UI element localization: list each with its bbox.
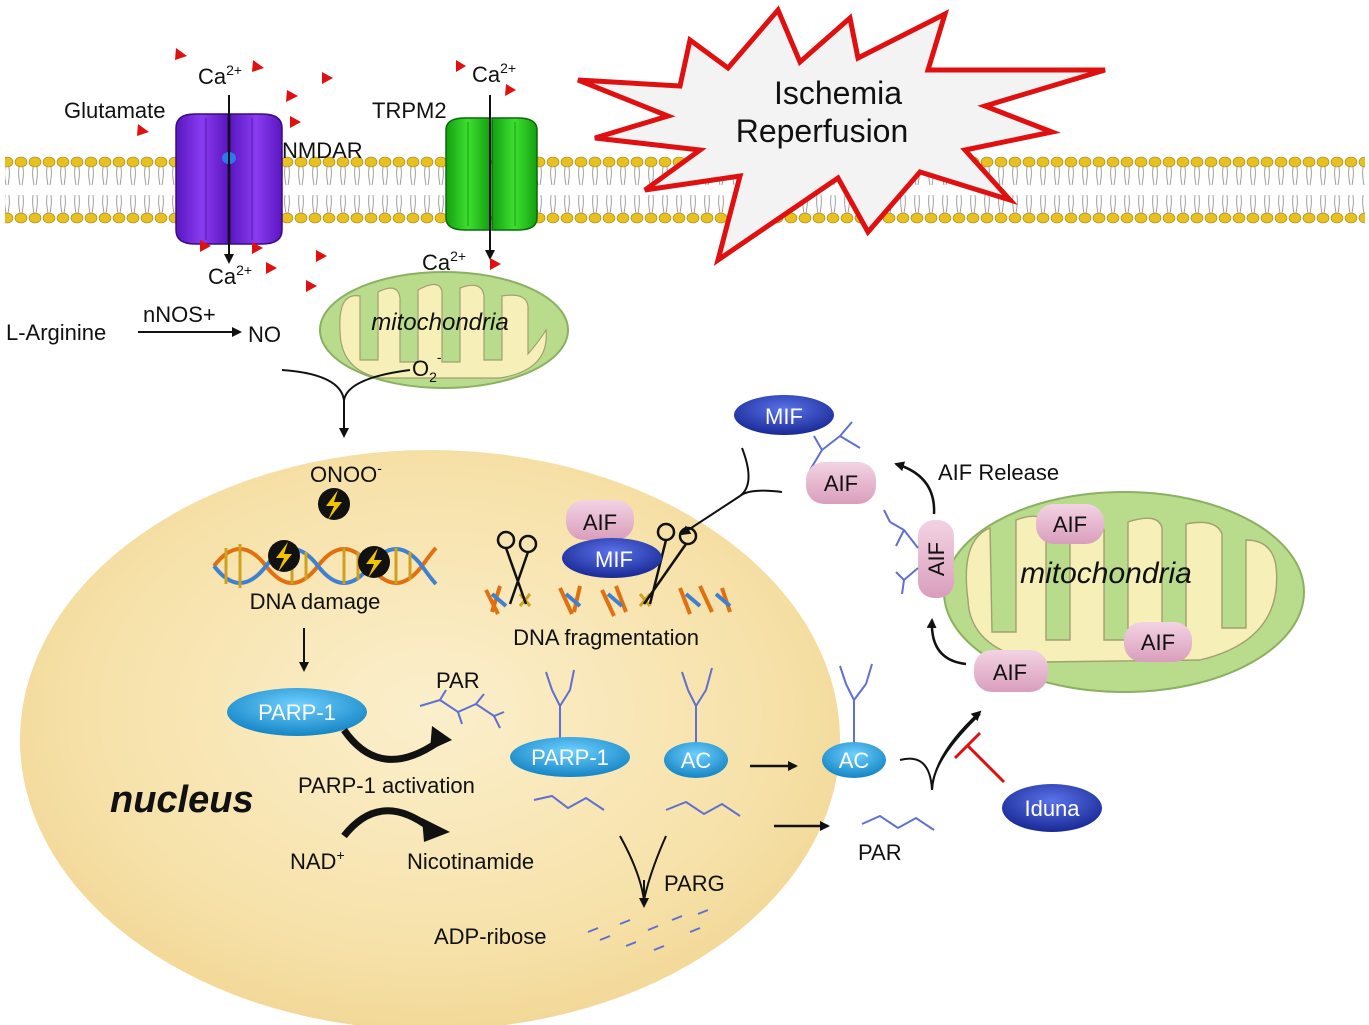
trpm2-label: TRPM2 (372, 98, 447, 123)
aif-release-label: AIF Release (938, 460, 1059, 485)
aif-vertical-label: AIF (924, 542, 949, 576)
par-polymer-icon (839, 663, 935, 831)
iduna-label: Iduna (1024, 796, 1080, 821)
parp1-pill: PARP-1 (227, 688, 367, 736)
nad-arc (341, 807, 433, 839)
scissors-icon (642, 522, 698, 605)
aif-mito-3-label: AIF (993, 660, 1027, 685)
l-arginine-label: L-Arginine (6, 320, 106, 345)
aif-up-arrow-1 (926, 618, 967, 666)
aif-mito-1-label: AIF (1053, 512, 1087, 537)
lightning-icon (318, 488, 350, 520)
aif-mito-box: AIF (974, 650, 1048, 692)
adp-ribose-fragments (587, 909, 709, 951)
nad-label: NAD+ (290, 847, 345, 874)
activation-arc (341, 727, 440, 763)
ischemia-line1: Ischemia (774, 75, 902, 111)
par-polymer-icon (533, 667, 741, 817)
mif-nucleus-pill: MIF (562, 538, 662, 578)
ca-bottom-right-label: Ca2+ (422, 248, 466, 275)
dna-helix-icon (212, 540, 438, 588)
onoo-label: ONOO- (310, 460, 382, 487)
aif-nucleus-label: AIF (583, 510, 617, 535)
aif-merge-line (739, 489, 783, 497)
nucleus-label: nucleus (110, 779, 254, 821)
par-outside-label: PAR (858, 840, 902, 865)
mif-top-pill: MIF (734, 395, 834, 435)
aif-released-label: AIF (824, 471, 858, 496)
mif-nucleus-label: MIF (595, 547, 633, 572)
nmdar-label: NMDAR (282, 138, 363, 163)
nad-arc-head (422, 818, 450, 842)
aif-mito-box: AIF (1124, 622, 1192, 662)
mif-merge-arrow (739, 447, 750, 497)
parp1-activation-label: PARP-1 activation (298, 773, 475, 798)
aif-released-box: AIF (806, 462, 876, 504)
mitochondria-right: mitochondria (943, 491, 1305, 693)
ac-inside-pill: AC (664, 742, 728, 778)
scissors-icon (496, 530, 538, 605)
nucleus-body (20, 450, 840, 1025)
dna-fragments-icon (484, 585, 732, 617)
iduna-pill: Iduna (1002, 784, 1102, 832)
ac-outside-pill: AC (822, 742, 886, 778)
glutamate-label: Glutamate (64, 98, 166, 123)
ischemia-line2: Reperfusion (736, 113, 909, 149)
ca-bottom-left-label: Ca2+ (208, 262, 252, 289)
par-polymer-icon (419, 689, 505, 729)
trpm2-channel (445, 117, 538, 231)
nnos-label: nNOS+ (143, 302, 216, 327)
ca-top-left-label: Ca2+ (198, 62, 242, 89)
parp1-complex-label: PARP-1 (531, 745, 609, 770)
aif-vertical-box: AIF (918, 520, 954, 598)
ac-inside-label: AC (681, 748, 712, 773)
par-polymer-icon (809, 421, 919, 595)
parg-label: PARG (664, 871, 725, 896)
aif-mito-box: AIF (1036, 504, 1104, 544)
ischemia-reperfusion-burst: Ischemia Reperfusion (577, 5, 1106, 266)
o2-label: O2- (412, 349, 442, 385)
merge-to-nucleus-arrow (680, 495, 741, 536)
ac-outside-label: AC (839, 748, 870, 773)
mitochondria-top-label: mitochondria (371, 309, 508, 336)
aif-up-arrow-2 (894, 461, 936, 515)
dna-fragmentation-label: DNA fragmentation (513, 625, 699, 650)
iduna-inhibit-line (966, 744, 1006, 784)
ac-par-merge-arrow-tip (931, 710, 982, 791)
par-top-label: PAR (436, 668, 480, 693)
aif-nucleus-box: AIF (566, 500, 634, 540)
aif-mito-2-label: AIF (1141, 630, 1175, 655)
nicotinamide-label: Nicotinamide (407, 849, 534, 874)
adp-ribose-label: ADP-ribose (434, 924, 546, 949)
nmdar-channel (175, 113, 283, 245)
mitochondria-top: mitochondria (319, 271, 569, 389)
ac-par-merge-arrow (899, 713, 981, 791)
parp1-label: PARP-1 (258, 700, 336, 725)
dna-damage-label: DNA damage (250, 589, 381, 614)
iduna-inhibit-bar (953, 731, 982, 760)
mif-top-label: MIF (765, 404, 803, 429)
calcium-triangles (137, 48, 516, 292)
activation-arc-head (430, 726, 452, 750)
mitochondria-right-label: mitochondria (1020, 557, 1192, 590)
no-label: NO (248, 322, 281, 347)
parp1-complex-pill: PARP-1 (510, 737, 630, 777)
ca-top-right-label: Ca2+ (472, 60, 516, 87)
